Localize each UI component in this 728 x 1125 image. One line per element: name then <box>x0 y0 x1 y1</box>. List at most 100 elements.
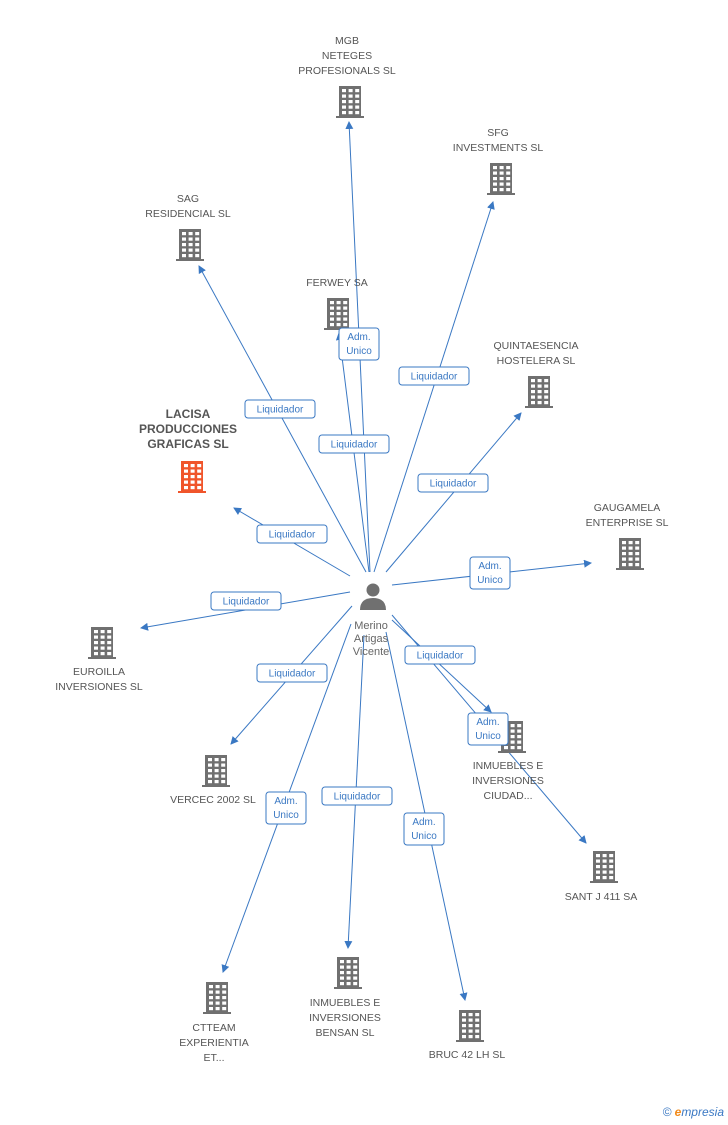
building-base <box>616 568 644 570</box>
building-icon[interactable] <box>336 86 364 118</box>
role-label-santj[interactable]: Liquidador <box>404 645 476 665</box>
building-window <box>635 541 640 545</box>
role-label-mgb[interactable]: Adm.Unico <box>338 327 380 361</box>
building-icon[interactable] <box>203 982 231 1014</box>
company-name-line: CIUDAD... <box>483 790 532 802</box>
building-window <box>537 384 542 388</box>
building-window <box>214 774 219 778</box>
building-icon[interactable] <box>525 376 553 408</box>
building-window <box>493 166 497 170</box>
building-window <box>195 243 200 247</box>
role-label-quintaesencia[interactable]: Liquidador <box>417 473 489 493</box>
role-label-box <box>256 663 328 683</box>
company-node-bruc[interactable]: BRUC 42 LH SL <box>429 1010 506 1061</box>
building-window <box>348 111 353 115</box>
building-window <box>462 1013 466 1017</box>
building-window <box>635 546 640 550</box>
building-window <box>209 1007 213 1011</box>
building-window <box>622 546 626 550</box>
building-base <box>456 1040 484 1042</box>
company-name-line: SFG <box>487 127 509 139</box>
role-label-sag[interactable]: Liquidador <box>244 399 316 419</box>
focus-building-icon[interactable] <box>178 461 206 493</box>
role-label-inmuebles_bensan[interactable]: Liquidador <box>321 786 393 806</box>
building-window <box>94 652 98 656</box>
person-name-line: Vicente <box>353 646 390 658</box>
building-window <box>537 401 542 405</box>
building-icon[interactable] <box>590 851 618 883</box>
building-window <box>197 469 202 473</box>
building-base <box>590 881 618 883</box>
person-icon[interactable] <box>360 583 386 611</box>
brand-name: mpresia <box>681 1105 724 1119</box>
building-window <box>184 464 188 468</box>
copyright-symbol: © <box>662 1105 672 1119</box>
role-label-box <box>256 524 328 544</box>
company-name: VERCEC 2002 SL <box>170 794 256 806</box>
building-window <box>531 384 535 388</box>
building-icon[interactable] <box>88 627 116 659</box>
role-label-gaugamela[interactable]: Adm.Unico <box>469 556 511 590</box>
role-label-text: Liquidador <box>411 372 458 383</box>
company-node-vercec[interactable]: VERCEC 2002 SL <box>170 755 256 806</box>
person-name-line: Artigas <box>354 633 389 645</box>
company-node-santj[interactable]: SANT J 411 SA <box>565 851 638 903</box>
role-label-ferwey[interactable]: Liquidador <box>318 434 390 454</box>
building-icon[interactable] <box>456 1010 484 1042</box>
building-icon[interactable] <box>202 755 230 787</box>
building-icon[interactable] <box>324 298 352 330</box>
building-window <box>346 982 351 986</box>
building-window <box>330 312 334 316</box>
edge-labels-layer: Adm.UnicoLiquidadorLiquidadorLiquidadorL… <box>210 327 511 846</box>
building-window <box>222 996 227 1000</box>
edge-sfg <box>373 201 495 573</box>
building-window <box>190 469 195 473</box>
role-label-text: Liquidador <box>430 479 477 490</box>
role-label-euroilla[interactable]: Liquidador <box>210 591 282 611</box>
role-label-bruc[interactable]: Adm.Unico <box>403 812 445 846</box>
role-label-ctteam[interactable]: Adm.Unico <box>265 791 307 825</box>
building-window <box>510 724 515 728</box>
building-window <box>462 1029 466 1033</box>
building-window <box>340 960 344 964</box>
building-icon[interactable] <box>334 957 362 989</box>
role-label-sfg[interactable]: Liquidador <box>398 366 470 386</box>
building-base <box>498 751 526 753</box>
building-window <box>215 990 220 994</box>
building-base <box>88 657 116 659</box>
building-window <box>195 254 200 258</box>
building-window <box>209 1001 213 1005</box>
role-label-vercec[interactable]: Liquidador <box>256 663 328 683</box>
company-node-ferwey[interactable]: FERWEY SA <box>306 277 368 330</box>
role-label-line: Adm. <box>478 561 501 572</box>
role-label-inmuebles_ciudad[interactable]: Adm.Unico <box>467 712 509 746</box>
building-window <box>609 876 614 880</box>
building-window <box>188 254 193 258</box>
role-label-lacisa[interactable]: Liquidador <box>256 524 328 544</box>
role-label-line: Liquidador <box>269 669 316 680</box>
building-window <box>622 563 626 567</box>
building-window <box>628 541 633 545</box>
building-icon[interactable] <box>176 229 204 261</box>
company-name-line: EUROILLA <box>73 666 125 678</box>
edges-layer <box>140 121 592 1001</box>
building-window <box>635 557 640 561</box>
building-icon[interactable] <box>487 163 515 195</box>
building-icon[interactable] <box>616 538 644 570</box>
